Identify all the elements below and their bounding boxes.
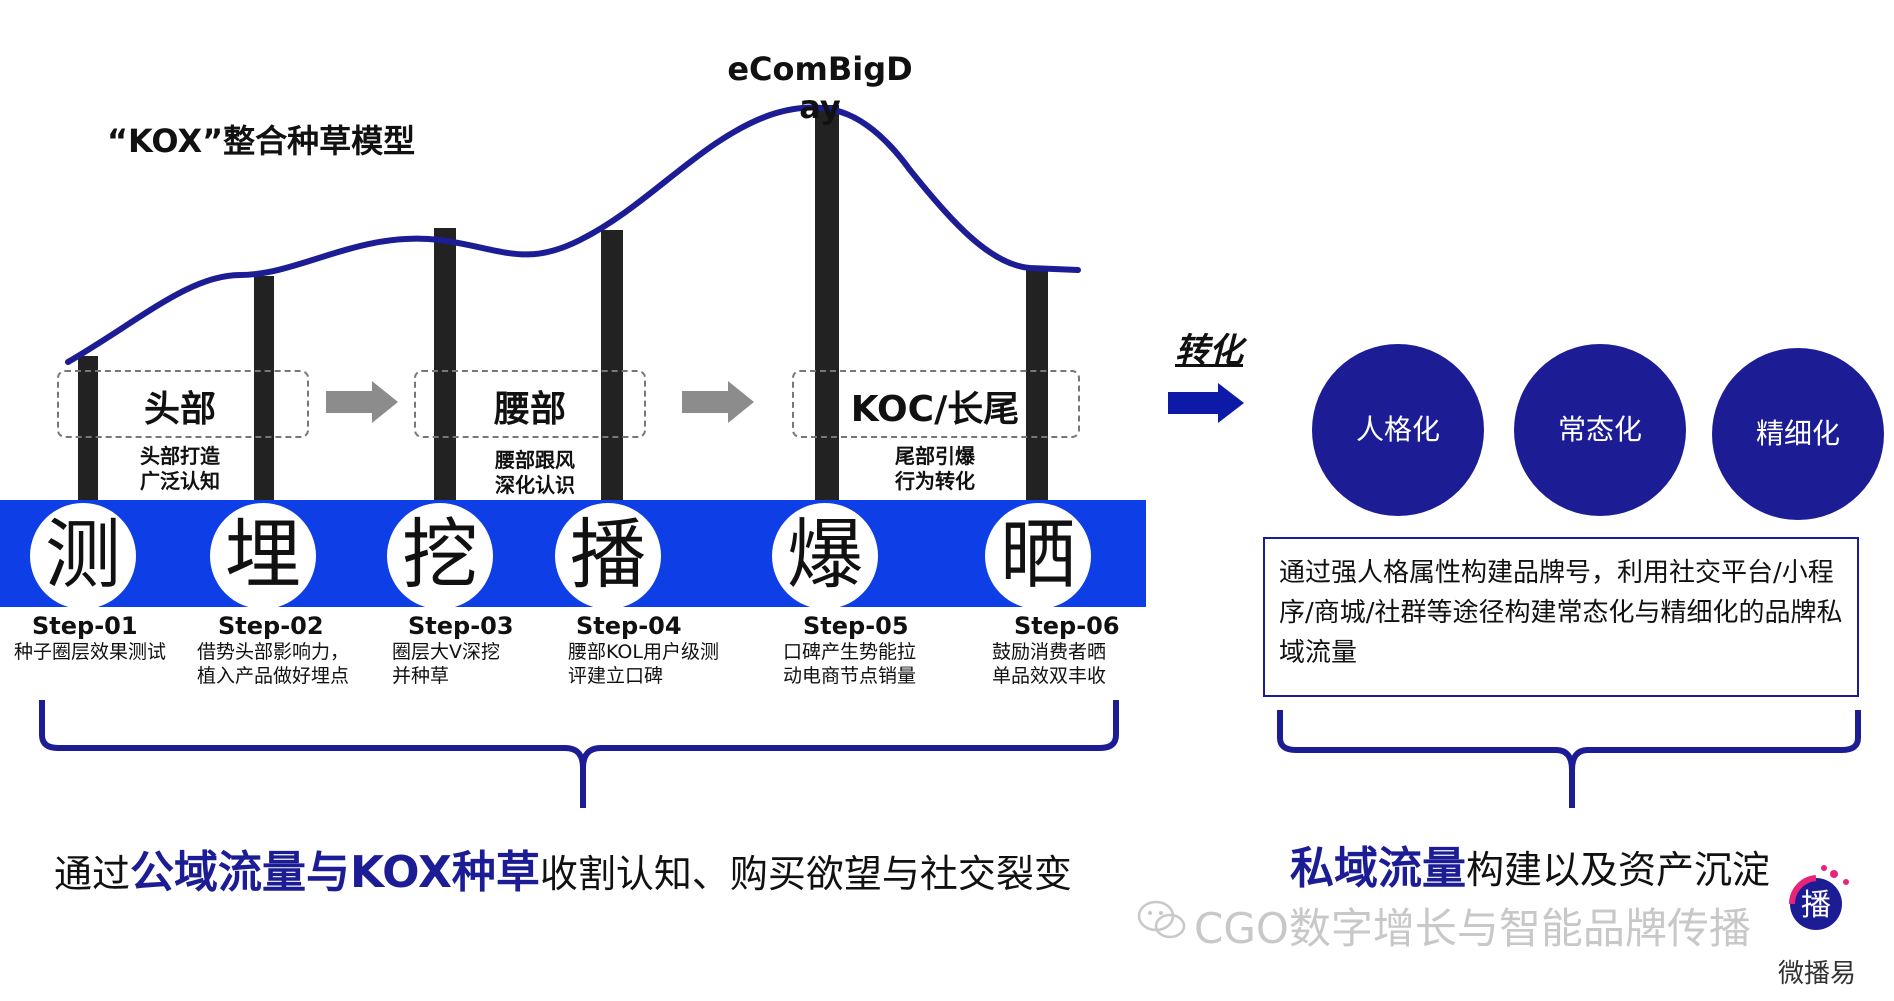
logo-char: 播	[1801, 888, 1831, 923]
step-desc: 动电商节点销量	[783, 665, 917, 687]
stage-label-head: 头部	[143, 389, 216, 430]
private-circle-2: 常态化	[1514, 344, 1686, 516]
stage-box-waist	[414, 370, 646, 438]
gray-arrow-2	[682, 381, 754, 423]
caption-highlight: 私域流量	[1290, 843, 1466, 894]
step-desc: 圈层大V深挖	[392, 641, 500, 663]
wechat-icon	[1137, 900, 1186, 939]
step-3: Step-03 圈层大V深挖 并种草	[392, 612, 552, 688]
step-desc: 口碑产生势能拉	[783, 641, 917, 663]
private-circle-3: 精细化	[1712, 348, 1884, 520]
gray-arrow-1	[326, 381, 398, 423]
stage-label-koc: KOC/长尾	[850, 389, 1020, 430]
char-circle-5: 爆	[772, 503, 878, 609]
step-desc: 植入产品做好埋点	[197, 665, 350, 687]
private-desc-box: 通过强人格属性构建品牌号，利用社交平台/小程序/商城/社群等途径构建常态化与精细…	[1263, 537, 1859, 697]
step-desc: 借势头部影响力，	[197, 641, 350, 663]
stage-desc-waist: 腰部跟风 深化认识	[495, 448, 575, 497]
stage-label-waist: 腰部	[493, 389, 566, 430]
bar-5	[815, 105, 839, 502]
watermark-text: CGO数字增长与智能品牌传播	[1194, 904, 1751, 953]
step-label: Step-06	[1014, 612, 1120, 640]
convert-label: 转化	[1175, 331, 1243, 371]
char-circle-1: 测	[30, 503, 136, 609]
char-circle-6: 晒	[985, 503, 1091, 609]
step-label: Step-05	[803, 612, 909, 640]
bar-3	[434, 228, 456, 502]
peak-label: eComBigDay	[727, 50, 913, 126]
step-desc: 单品效双丰收	[992, 665, 1107, 687]
caption-suffix: 收割认知、购买欲望与社交裂变	[539, 852, 1072, 896]
char-circle-2: 埋	[210, 503, 316, 609]
step-2: Step-02 借势头部影响力， 植入产品做好埋点	[197, 612, 377, 688]
char-circle-3: 挖	[387, 503, 493, 609]
bar-1	[78, 356, 98, 502]
bar-2	[254, 276, 274, 502]
stage-desc-head: 头部打造 广泛认知	[140, 444, 220, 493]
convert-arrow	[1168, 383, 1244, 423]
caption-suffix: 构建以及资产沉淀	[1466, 848, 1771, 892]
step-6: Step-06 鼓励消费者晒 单品效双丰收	[992, 612, 1152, 688]
step-desc: 腰部KOL用户级测	[568, 641, 719, 663]
caption-highlight: 公域流量与KOX种草	[130, 847, 540, 898]
step-label: Step-03	[408, 612, 514, 640]
step-label: Step-01	[32, 612, 138, 640]
caption-prefix: 通过	[54, 852, 131, 896]
bar-4	[601, 230, 623, 502]
caption-private: 私域流量构建以及资产沉淀	[1290, 832, 1770, 896]
step-label: Step-04	[576, 612, 682, 640]
step-desc: 评建立口碑	[568, 665, 664, 687]
brace-left	[39, 700, 1119, 808]
step-4: Step-04 腰部KOL用户级测 评建立口碑	[568, 612, 748, 688]
diagram-title: “KOX”整合种草模型	[107, 122, 416, 160]
step-1: Step-01 种子圈层效果测试	[14, 612, 184, 664]
weiboyi-logo-icon: 播	[1788, 865, 1849, 930]
brace-right	[1277, 710, 1861, 808]
step-desc: 并种草	[392, 665, 450, 687]
private-circle-1: 人格化	[1312, 344, 1484, 516]
growth-curve	[65, 104, 1081, 365]
stage-box-head	[57, 370, 309, 438]
char-circle-4: 播	[555, 503, 661, 609]
caption-public: 通过公域流量与KOX种草收割认知、购买欲望与社交裂变	[54, 836, 1072, 900]
weiboyi-logo-text: 微播易	[1778, 959, 1857, 989]
bar-6	[1026, 268, 1048, 502]
stage-desc-koc: 尾部引爆 行为转化	[895, 444, 975, 493]
step-desc: 鼓励消费者晒	[992, 641, 1107, 663]
step-desc: 种子圈层效果测试	[14, 641, 167, 663]
stage-box-koc	[792, 370, 1080, 438]
step-5: Step-05 口碑产生势能拉 动电商节点销量	[783, 612, 953, 688]
step-label: Step-02	[218, 612, 324, 640]
